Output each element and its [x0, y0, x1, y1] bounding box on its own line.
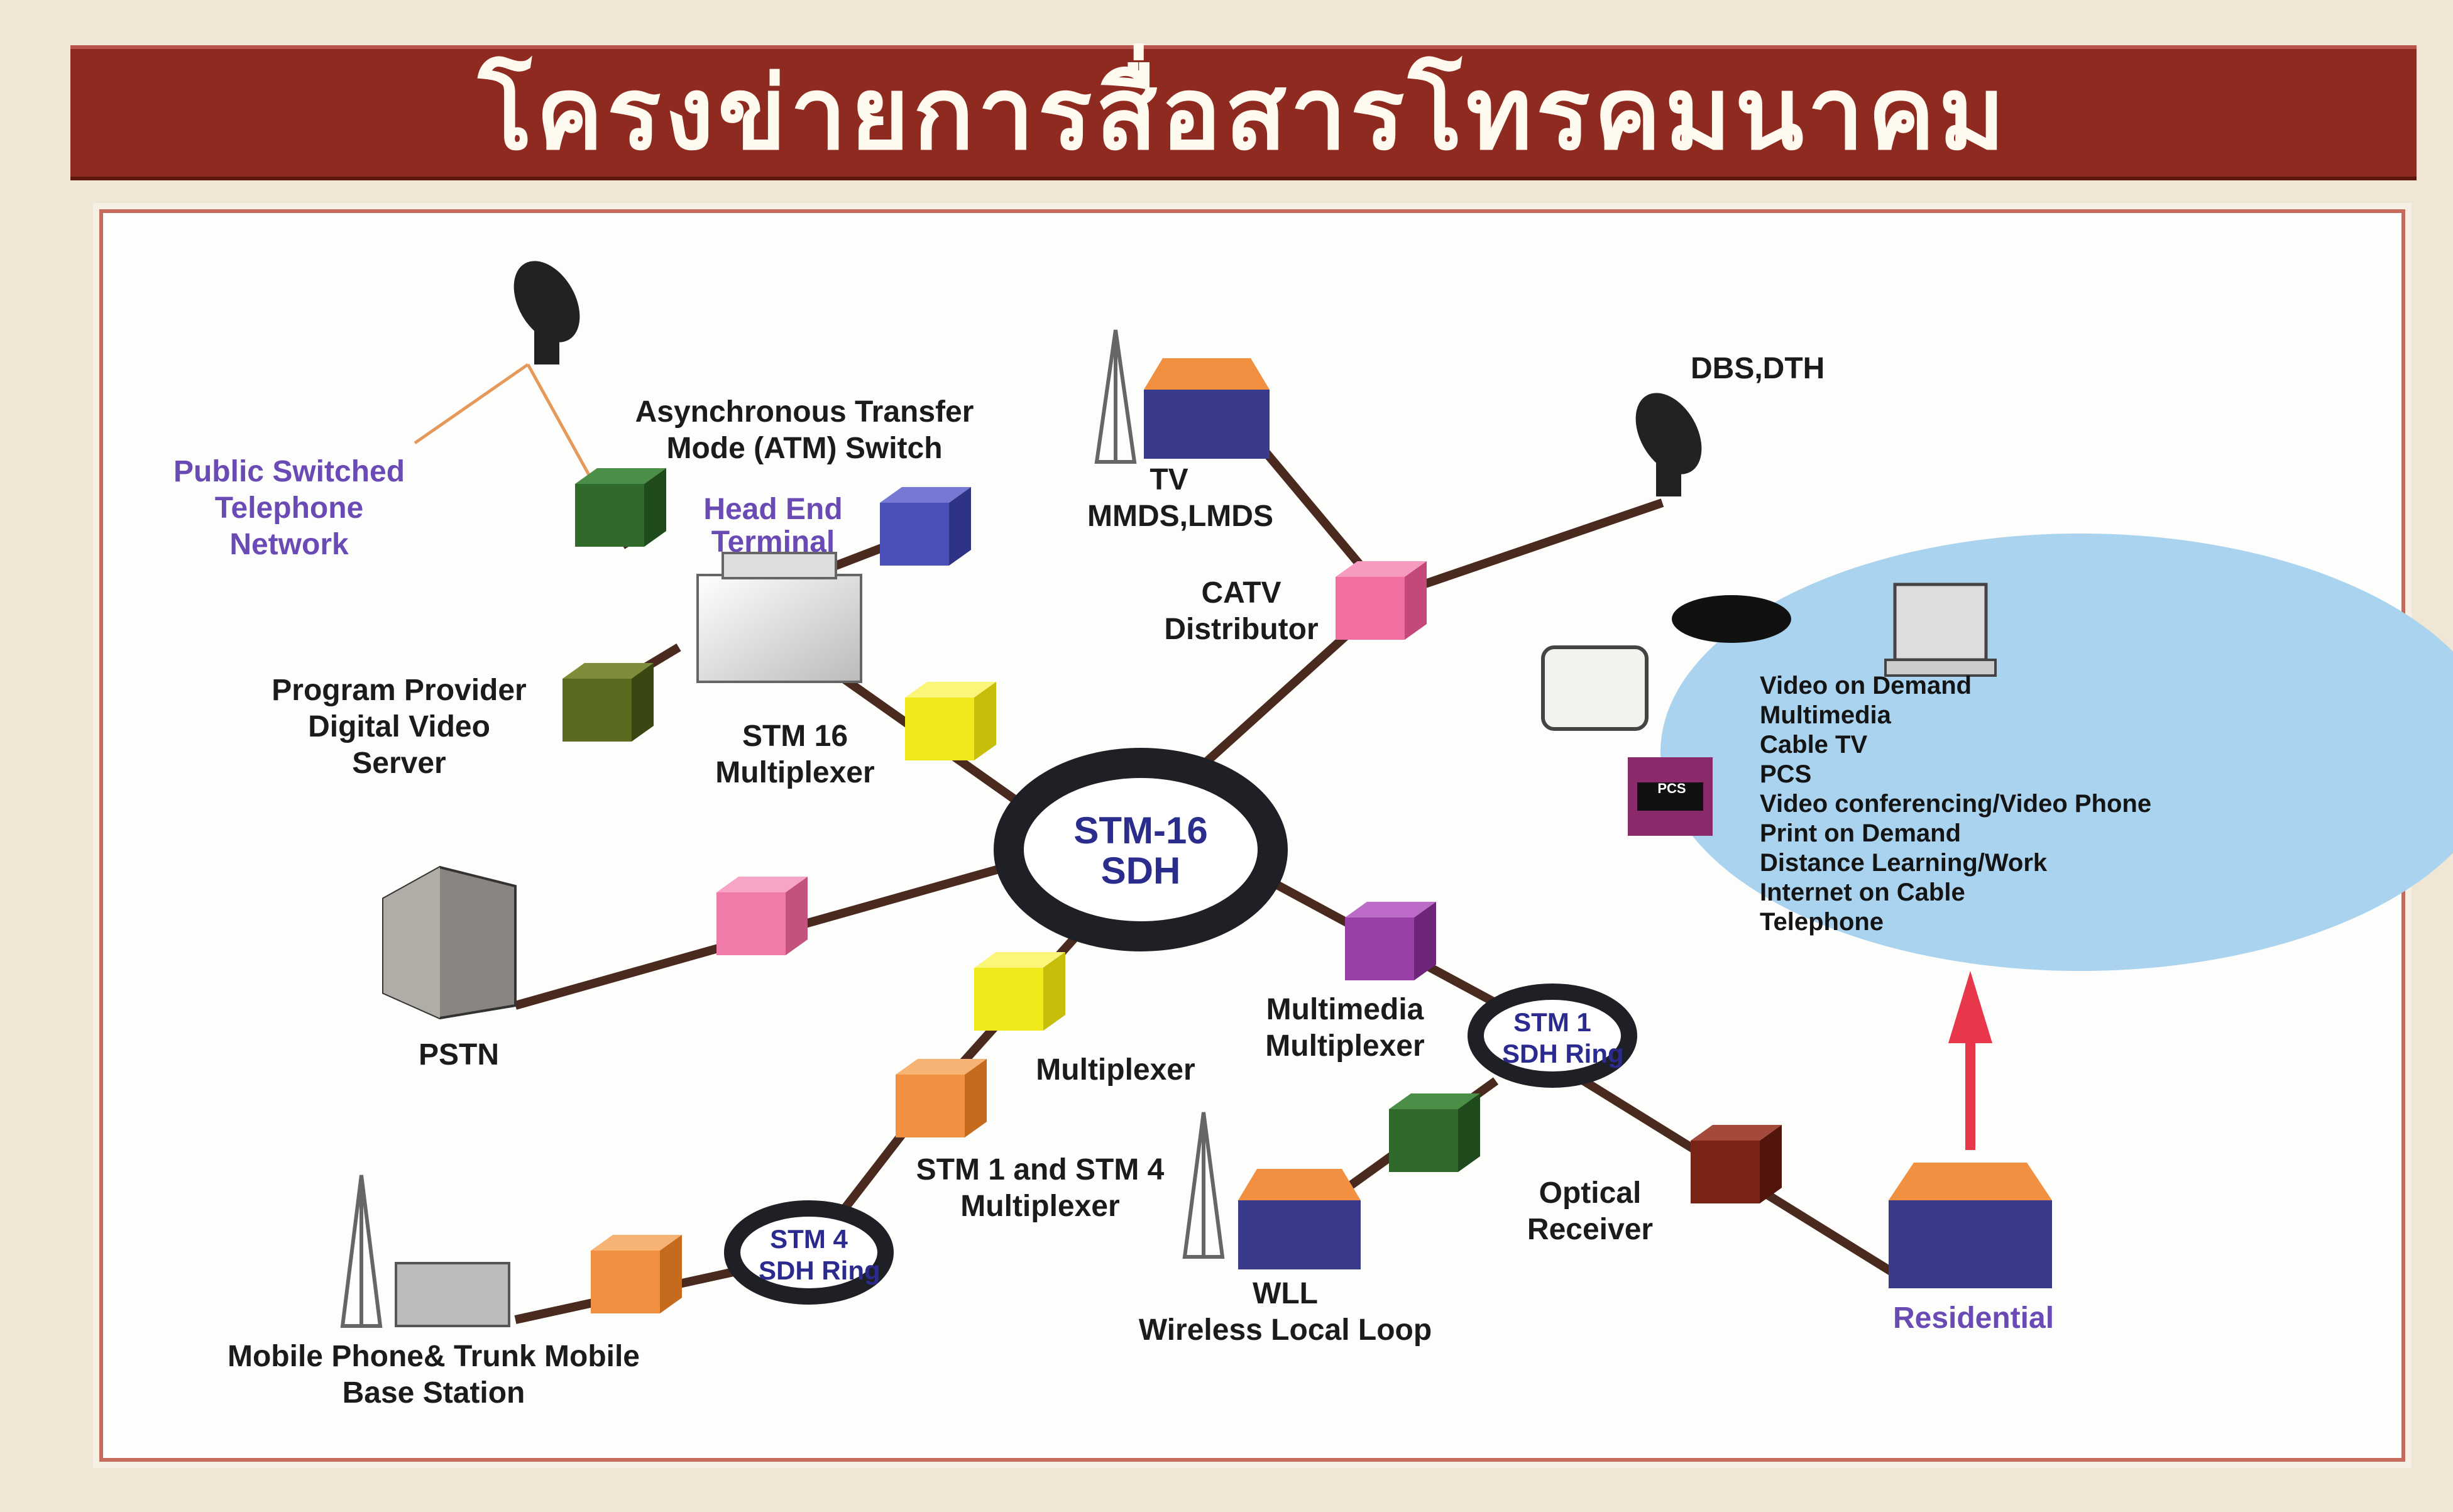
- label-program-provider-line3: Server: [352, 747, 446, 780]
- cube-headend: [880, 487, 971, 566]
- service-item: Distance Learning/Work: [1760, 849, 2048, 877]
- residential-house: [1889, 1163, 2052, 1288]
- label-stm1-stm4-multiplexer-line2: Multiplexer: [960, 1190, 1120, 1223]
- cube-program: [562, 663, 654, 742]
- label-stm16-multiplexer-line2: Multiplexer: [715, 756, 875, 789]
- label-mobile-base-station: Mobile Phone& Trunk Mobile Base Station: [182, 1339, 685, 1411]
- pstn-network-link-2: [526, 363, 596, 485]
- service-item: Telephone: [1760, 908, 1884, 936]
- pcs-device-icon: [1628, 757, 1713, 836]
- label-public-switched-telephone-network: Public Switched Telephone Network: [132, 454, 446, 563]
- wll-house: [1238, 1169, 1361, 1269]
- label-optical-receiver: Optical Receiver: [1508, 1175, 1672, 1248]
- hub-label: STM-16 SDH: [1034, 811, 1248, 891]
- stm1-ring-label: STM 1 SDH Ring: [1502, 1007, 1624, 1070]
- pcs-device-label: PCS: [1657, 781, 1686, 796]
- cube-stm1-4: [896, 1059, 987, 1137]
- label-tv-line2: MMDS,LMDS: [1087, 500, 1273, 533]
- stm1-ring-line2: SDH Ring: [1502, 1039, 1624, 1068]
- tower-icon: [340, 329, 1225, 1328]
- hub-line1: STM-16: [1073, 809, 1208, 852]
- computer-icon: [1884, 583, 1997, 677]
- label-program-provider: Program Provider Digital Video Server: [245, 672, 553, 782]
- cube-multiplexer: [974, 952, 1065, 1031]
- label-stm16-multiplexer-line1: STM 16: [742, 720, 848, 753]
- label-wll-line1: WLL: [1253, 1277, 1318, 1310]
- tv-house: [1144, 358, 1270, 459]
- label-stm1-stm4-multiplexer-line1: STM 1 and STM 4: [916, 1153, 1165, 1186]
- cube-pstn: [716, 877, 808, 955]
- label-wll: WLL Wireless Local Loop: [1100, 1276, 1471, 1349]
- label-multimedia-multiplexer: Multimedia Multiplexer: [1251, 992, 1439, 1065]
- service-item: Cable TV: [1760, 731, 1868, 759]
- label-optical-receiver-line1: Optical: [1539, 1176, 1642, 1210]
- cube-mobile: [591, 1235, 682, 1313]
- label-dbs-dth: DBS,DTH: [1691, 352, 1825, 385]
- settop-box-icon: [1672, 595, 1791, 643]
- title-banner: โครงข่ายการสื่อสารโทรคมนาคม: [70, 45, 2417, 180]
- label-program-provider-line2: Digital Video: [308, 710, 490, 743]
- stm4-ring: [724, 1200, 894, 1305]
- label-program-provider-line1: Program Provider: [272, 674, 527, 707]
- label-catv-distributor-line1: CATV: [1201, 576, 1281, 610]
- services-list: Video on Demand Multimedia Cable TV PCS …: [1760, 671, 2151, 937]
- label-multimedia-multiplexer-line2: Multiplexer: [1265, 1029, 1425, 1063]
- service-item: Video on Demand: [1760, 672, 1972, 699]
- label-tv-line1: TV: [1150, 463, 1188, 496]
- satellite-dish-icon: [513, 261, 1702, 496]
- cube-wll: [1389, 1093, 1480, 1172]
- cube-multimedia: [1345, 902, 1436, 980]
- label-head-end-terminal-line2: Terminal: [711, 525, 835, 559]
- label-atm-switch: Asynchronous Transfer Mode (ATM) Switch: [603, 394, 1006, 467]
- office-building: [696, 552, 862, 683]
- mobile-base-station: [395, 1262, 510, 1327]
- service-item: Video conferencing/Video Phone: [1760, 790, 2152, 818]
- cube-stm16: [905, 682, 996, 760]
- label-catv-distributor-line2: Distributor: [1164, 613, 1319, 646]
- stm4-ring-line2: SDH Ring: [759, 1256, 881, 1285]
- stm4-ring-line1: STM 4: [770, 1224, 848, 1254]
- label-residential: Residential: [1892, 1301, 2055, 1335]
- label-public-switched-telephone-network-line3: Network: [229, 528, 349, 561]
- cube-pstn-net: [575, 468, 666, 547]
- label-tv: TV MMDS,LMDS: [1087, 462, 1273, 535]
- cube-catv: [1336, 561, 1427, 640]
- tv-device-icon: [1541, 645, 1649, 731]
- up-arrow-icon: [1948, 971, 1992, 1150]
- label-wll-line2: Wireless Local Loop: [1138, 1313, 1432, 1347]
- label-catv-distributor: CATV Distributor: [1147, 575, 1336, 648]
- cube-optical: [1691, 1125, 1782, 1203]
- label-multiplexer: Multiplexer: [1036, 1053, 1195, 1087]
- stm1-ring-line1: STM 1: [1513, 1007, 1591, 1037]
- label-optical-receiver-line2: Receiver: [1527, 1213, 1654, 1246]
- services-ellipse: [1660, 534, 2453, 971]
- label-atm-switch-line1: Asynchronous Transfer: [635, 395, 974, 429]
- service-item: Internet on Cable: [1760, 879, 1965, 906]
- label-public-switched-telephone-network-line1: Public Switched: [173, 455, 405, 488]
- label-mobile-base-station-line2: Base Station: [342, 1376, 525, 1410]
- page-title: โครงข่ายการสื่อสารโทรคมนาคม: [478, 54, 2009, 172]
- label-atm-switch-line2: Mode (ATM) Switch: [666, 432, 943, 465]
- pstn-building: [382, 865, 517, 1020]
- label-head-end-terminal: Head End Terminal: [672, 493, 874, 559]
- label-stm1-stm4-multiplexer: STM 1 and STM 4 Multiplexer: [899, 1152, 1182, 1225]
- stm4-ring-label: STM 4 SDH Ring: [759, 1224, 881, 1286]
- hub-line2: SDH: [1100, 850, 1181, 892]
- hub-ring: [994, 748, 1288, 951]
- label-head-end-terminal-line1: Head End: [703, 493, 843, 526]
- service-item: Print on Demand: [1760, 819, 1962, 847]
- label-multimedia-multiplexer-line1: Multimedia: [1266, 993, 1424, 1026]
- label-public-switched-telephone-network-line2: Telephone: [214, 491, 364, 525]
- stm1-ring: [1468, 983, 1637, 1088]
- label-pstn: PSTN: [418, 1038, 499, 1071]
- label-mobile-base-station-line1: Mobile Phone& Trunk Mobile: [227, 1340, 640, 1373]
- link-catv-dbs: [1412, 498, 1664, 592]
- pstn-network-link: [414, 363, 529, 445]
- label-stm16-multiplexer: STM 16 Multiplexer: [691, 718, 899, 791]
- service-item: PCS: [1760, 760, 1812, 788]
- service-item: Multimedia: [1760, 701, 1891, 729]
